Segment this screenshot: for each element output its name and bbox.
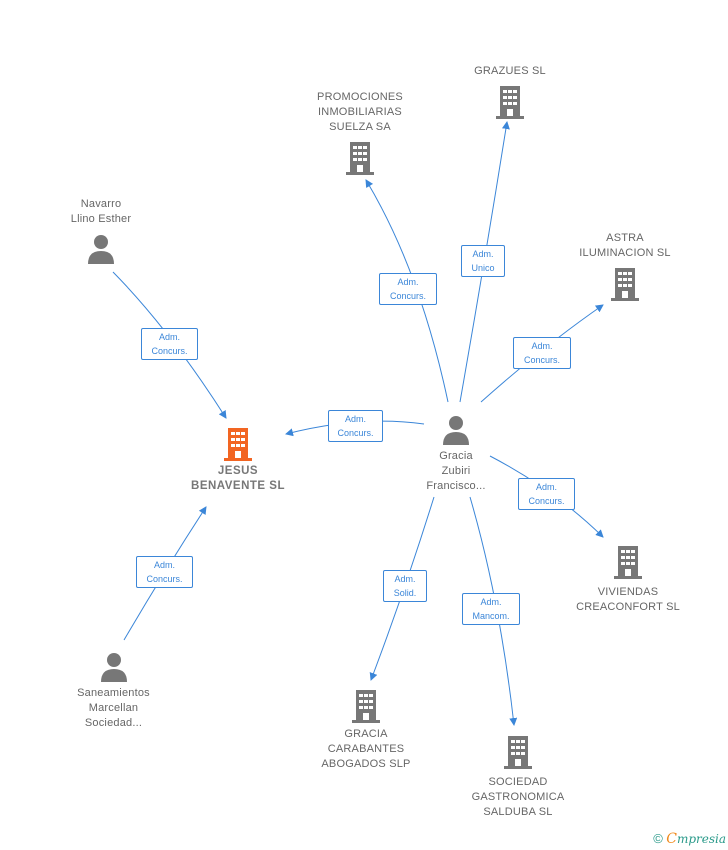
person-icon — [443, 416, 469, 445]
node-promociones[interactable]: PROMOCIONES INMOBILIARIAS SUELZA SA — [300, 90, 420, 176]
edge-label-gracia-astra: Adm. Concurs. — [513, 337, 571, 369]
node-navarro[interactable]: Navarro Llino Esther — [50, 197, 152, 265]
building-icon — [614, 546, 642, 579]
node-astra[interactable]: ASTRA ILUMINACION SL — [565, 231, 685, 302]
edge-label-saneamientos-jesus: Adm. Concurs. — [136, 556, 193, 588]
node-gracia-zubiri[interactable]: Gracia Zubiri Francisco... — [406, 414, 506, 494]
brand-watermark: © Cmpresia — [653, 831, 726, 847]
edge-label-gracia-carabantes: Adm. Solid. — [383, 570, 427, 602]
node-label: GRAZUES SL — [474, 65, 546, 77]
building-icon — [611, 268, 639, 301]
edge-label-gracia-grazues: Adm. Unico — [461, 245, 505, 277]
node-label: Gracia Zubiri Francisco... — [426, 450, 486, 492]
node-salduba[interactable]: SOCIEDAD GASTRONOMICA SALDUBA SL — [458, 734, 578, 820]
brand-logo-letter: C — [666, 831, 677, 847]
node-viviendas[interactable]: VIVIENDAS CREACONFORT SL — [568, 544, 688, 615]
person-icon — [88, 235, 114, 264]
node-label: Saneamientos Marcellan Sociedad... — [77, 687, 150, 729]
node-label: ASTRA ILUMINACION SL — [579, 232, 671, 259]
node-label: JESUS BENAVENTE SL — [191, 465, 285, 492]
edge-label-gracia-salduba: Adm. Mancom. — [462, 593, 520, 625]
person-icon — [100, 653, 127, 682]
node-label: Navarro Llino Esther — [70, 198, 132, 225]
edge-label-navarro-jesus: Adm. Concurs. — [141, 328, 198, 360]
node-label: PROMOCIONES INMOBILIARIAS SUELZA SA — [317, 91, 403, 133]
node-grazues[interactable]: GRAZUES SL — [460, 64, 560, 120]
node-label: GRACIA CARABANTES ABOGADOS SLP — [321, 728, 411, 770]
building-icon — [496, 86, 524, 119]
node-jesus-benavente[interactable]: JESUS BENAVENTE SL — [178, 426, 298, 494]
node-label: SOCIEDAD GASTRONOMICA SALDUBA SL — [471, 776, 565, 818]
building-icon — [504, 736, 532, 769]
building-icon — [346, 142, 374, 175]
edge-label-gracia-viviendas: Adm. Concurs. — [518, 478, 575, 510]
brand-logo-text: mpresia — [676, 832, 726, 846]
edge-label-gracia-promociones: Adm. Concurs. — [379, 273, 437, 305]
copyright-symbol: © — [653, 831, 663, 846]
building-icon — [224, 428, 252, 461]
node-saneamientos[interactable]: Saneamientos Marcellan Sociedad... — [56, 651, 171, 731]
edge-label-gracia-jesus: Adm. Concurs. — [328, 410, 383, 442]
building-icon — [352, 690, 380, 723]
node-carabantes[interactable]: GRACIA CARABANTES ABOGADOS SLP — [306, 688, 426, 772]
node-label: VIVIENDAS CREACONFORT SL — [576, 586, 680, 613]
